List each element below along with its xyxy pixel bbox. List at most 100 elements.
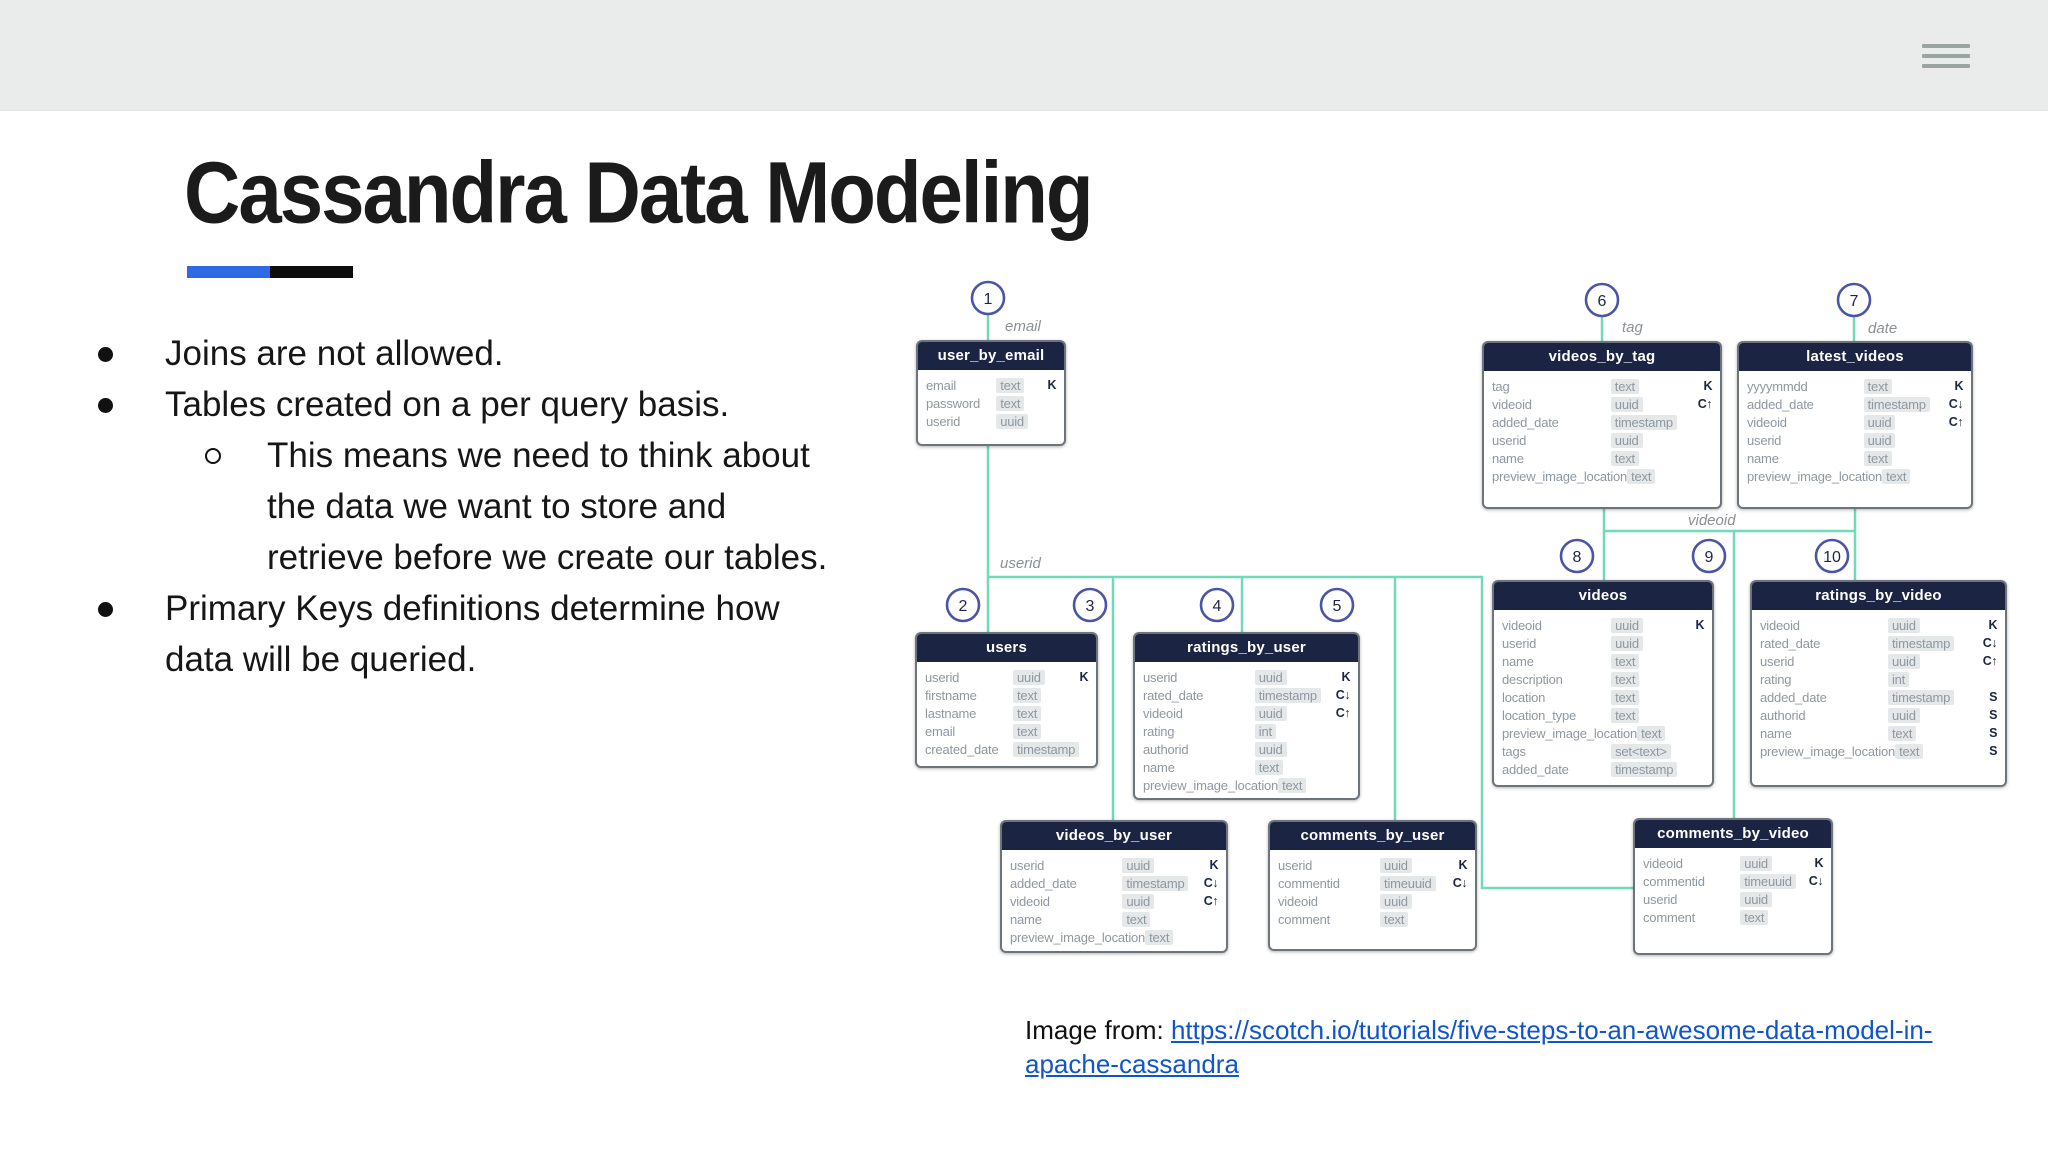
field-name: name [1010,911,1042,927]
field-key: K [1209,858,1218,872]
field-type: uuid [1887,707,1920,723]
field-row: firstname text [925,686,1088,704]
field-name: videoid [1010,893,1050,909]
field-key: C↓ [1808,874,1824,888]
field-type: timeuuid [1380,875,1436,891]
field-name: firstname [925,687,977,703]
field-name: preview_image_location [1760,743,1896,759]
field-name: userid [925,669,960,685]
field-type: uuid [1740,855,1772,871]
field-type: timestamp [1887,635,1955,651]
field-key: K [1079,670,1088,684]
field-type: text [1637,725,1666,741]
field-name: email [925,723,956,739]
field-type: text [1611,689,1640,705]
field-name: userid [1760,653,1795,669]
table-title: comments_by_user [1270,822,1475,850]
field-type: timestamp [1610,414,1677,430]
field-type: text [1610,378,1639,394]
field-key: K [1988,618,1997,632]
field-key: C↓ [1452,876,1468,890]
field-key: C↓ [1948,397,1964,411]
field-name: videoid [1760,617,1800,633]
field-type: text [1611,653,1640,669]
bullet-list: Joins are not allowed. Tables created on… [98,328,918,685]
field-key: K [1341,670,1350,684]
bullet-circle-icon [205,448,221,464]
field-type: uuid [1254,669,1287,685]
list-item: Joins are not allowed. [98,328,918,379]
field-name: videoid [1747,414,1787,430]
wire-label-date: date [1868,320,1897,337]
field-name: location_type [1502,707,1577,723]
field-type: text [1611,671,1640,687]
field-type: uuid [1254,705,1287,721]
field-type: uuid [1380,893,1412,909]
field-key: C↑ [1203,894,1219,908]
wire-label-email: email [1005,318,1042,335]
field-key: K [1695,618,1704,632]
wire-label-videoid: videoid [1688,512,1736,529]
query-marker-1: 1 [970,280,1006,316]
svg-text:5: 5 [1333,598,1342,615]
field-type: uuid [1254,741,1287,757]
field-type: timestamp [1611,761,1678,777]
field-key: C↑ [1335,706,1351,720]
field-name: preview_image_location [1502,725,1638,741]
field-name: preview_image_location [1143,777,1279,793]
field-name: comment [1278,911,1331,927]
field-key: C↑ [1697,397,1713,411]
svg-text:9: 9 [1705,549,1714,566]
field-name: userid [1278,857,1313,873]
field-type: uuid [1740,891,1772,907]
attribution-link[interactable]: https://scotch.io/tutorials/five-steps-t… [1025,1015,1933,1079]
field-type: text [996,395,1025,411]
field-type: text [1882,468,1911,484]
field-key: S [1989,708,1997,722]
field-name: added_date [1502,761,1569,777]
field-row: added_date timestamp [1502,760,1704,778]
field-name: name [1143,759,1175,775]
field-type: uuid [1887,617,1920,633]
field-key: K [1703,379,1712,393]
bullet-text: Tables created on a per query basis. [165,385,730,424]
field-type: timestamp [1863,396,1930,412]
wire-label-userid: userid [1000,555,1042,572]
field-name: userid [1143,669,1178,685]
hamburger-menu-icon[interactable] [1922,44,1972,70]
field-type: uuid [1887,653,1920,669]
svg-text:6: 6 [1598,293,1607,310]
svg-text:10: 10 [1823,549,1841,566]
bullet-dot-icon [98,602,113,617]
field-name: videoid [1278,893,1318,909]
field-name: preview_image_location [1747,468,1883,484]
field-name: videoid [1492,396,1532,412]
field-type: text [1013,687,1042,703]
page-title: Cassandra Data Modeling [184,143,1094,242]
table-title: comments_by_video [1635,820,1831,848]
list-item: Primary Keys definitions determine how d… [98,583,918,685]
field-name: added_date [1747,396,1814,412]
field-type: int [1887,671,1910,687]
